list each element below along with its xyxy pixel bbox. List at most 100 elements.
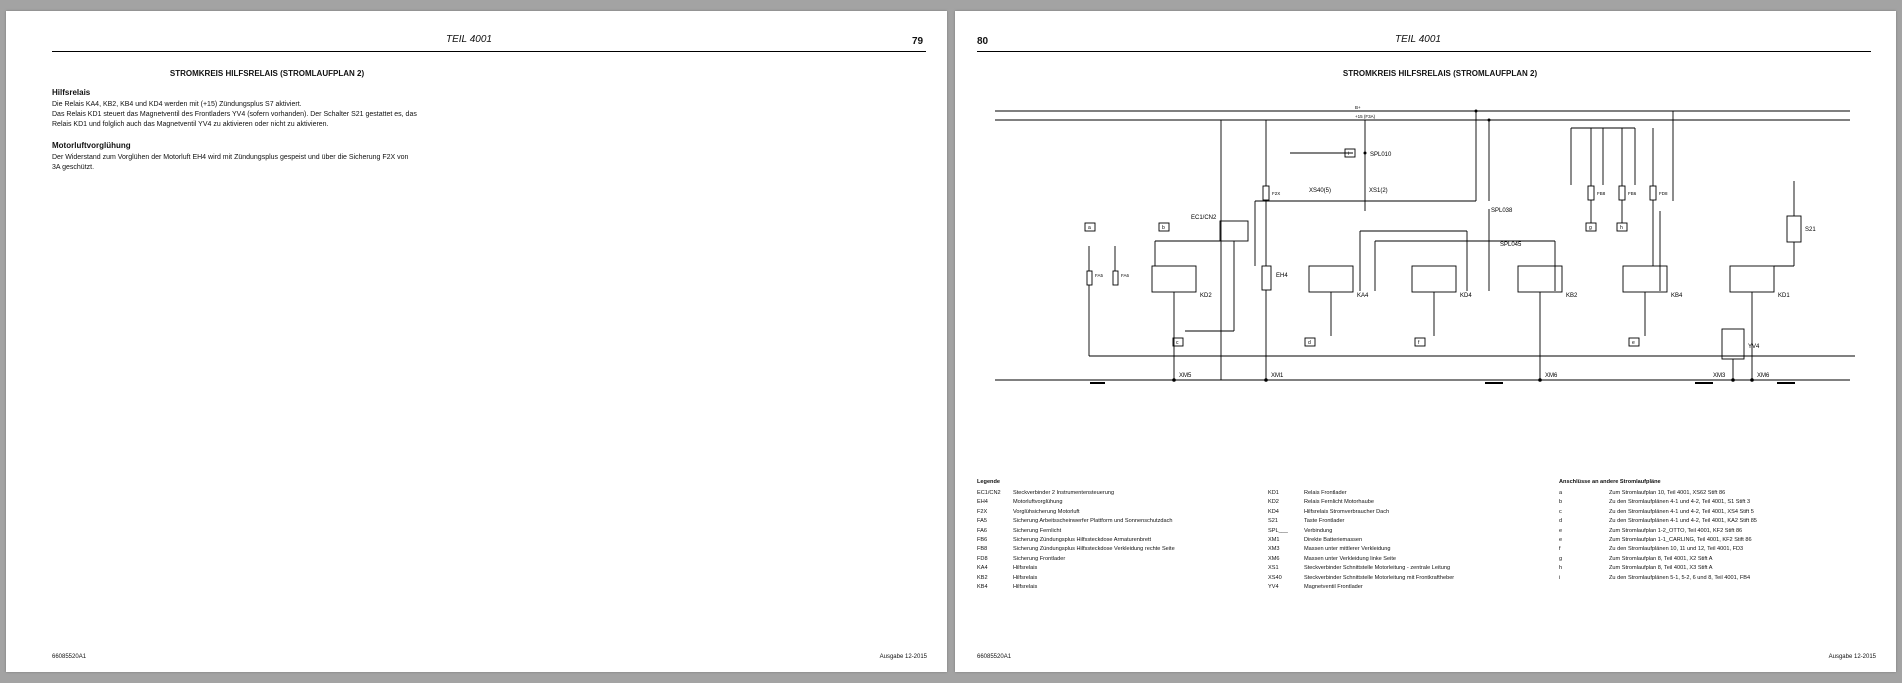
legend-text: Sicherung Arbeitsscheinwerfer Plattform …: [1013, 518, 1173, 525]
legend-row: SPL___Verbindung: [1268, 527, 1454, 536]
splice-label: SPL038: [1491, 208, 1513, 214]
ground-label: XM3: [1713, 373, 1726, 379]
fuse-label: F2X: [1272, 191, 1280, 196]
legend-text: Hilfsrelais: [1013, 565, 1038, 572]
legend-text: Zum Stromlaufplan 8, Teil 4001, X2 Stift…: [1609, 555, 1713, 562]
legend-text: Vorglühsicherung Motorluft: [1013, 508, 1080, 515]
legend-code: F2X: [977, 508, 988, 515]
legend-text: Sicherung Fernlicht: [1013, 527, 1062, 534]
page-79: TEIL 4001 79 STROMKREIS HILFSRELAIS (STR…: [6, 11, 947, 672]
connector-label: XS1(2): [1369, 188, 1388, 194]
fuse-label: FA6: [1121, 273, 1130, 278]
legend-text: Zu den Stromlaufplänen 10, 11 und 12, Te…: [1609, 546, 1744, 553]
ref-label: f: [1418, 340, 1420, 346]
legend-code: g: [1559, 555, 1563, 562]
legend-column-3: a Zum Stromlaufplan 10, Teil 4001, XS62 S…: [1559, 489, 1757, 583]
legend-text: Relais Fernlicht Motorhaube: [1304, 499, 1374, 506]
legend-text: Massen unter Verkleidung linke Seite: [1304, 555, 1397, 562]
legend-text: Steckverbinder 2 Instrumentensteuerung: [1013, 490, 1115, 496]
component-label: EH4: [1276, 273, 1288, 279]
legend-text: Steckverbinder Schnittstelle Motorleitun…: [1304, 574, 1455, 581]
legend-code: b: [1559, 499, 1563, 506]
text-line: Relais KD1 und folglich auch das Magnetv…: [52, 121, 329, 128]
legend-text: Hilfsrelais: [1013, 574, 1038, 581]
legend-code: KB4: [977, 583, 988, 590]
legend-code: KD4: [1268, 508, 1279, 515]
text-line: 3A geschützt.: [52, 164, 95, 171]
legend-code: FA6: [977, 527, 987, 534]
fuse-label: FB6: [1628, 191, 1637, 196]
fuse-label: FB8: [1597, 191, 1606, 196]
legend-text: Hilfsrelais Stromverbraucher Dach: [1304, 508, 1390, 515]
legend-row: f Zu den Stromlaufplänen 10, 11 und 12, T…: [1559, 545, 1757, 554]
legend-title: Legende: [977, 479, 1001, 485]
bus-label-15: +15 (F3A): [1355, 114, 1376, 119]
legend-text: Sicherung Frontlader: [1013, 555, 1066, 562]
section-heading: Hilfsrelais: [52, 88, 91, 97]
wiring-diagram: B+ +15 (F3A) SPL010 SPL038 SPL045 KD2 KA…: [995, 105, 1855, 384]
legend-code: a: [1559, 490, 1563, 496]
section-paragraph: Der Widerstand zum Vorglühen der Motorlu…: [52, 153, 472, 173]
text-line: Die Relais KA4, KB2, KB4 und KD4 werden …: [52, 101, 302, 108]
legend-text: Zu den Stromlaufplänen 4-1 und 4-2, Teil…: [1609, 518, 1757, 525]
legend-row: FB6 Sicherung Zündungsplus Hilfssteckdose…: [977, 536, 1175, 545]
legend-text: Zum Stromlaufplan 8, Teil 4001, X3 Stift…: [1609, 565, 1713, 572]
legend-row: XM1 Direkte Batteriemassen: [1268, 536, 1454, 545]
circuit-title: STROMKREIS HILFSRELAIS (STROMLAUFPLAN 2): [169, 69, 365, 78]
legend-code: f: [1559, 546, 1561, 553]
legend-text: Motorluftvorglühung: [1013, 499, 1063, 506]
legend-code: FB6: [977, 536, 988, 543]
legend-text: Zu den Stromlaufplänen 4-1 und 4-2, Teil…: [1609, 508, 1754, 515]
legend-row: EH4 Motorluftvorglühung: [977, 498, 1175, 507]
ref-label: b: [1162, 225, 1165, 231]
footer-edition: Ausgabe 12-2015: [879, 654, 927, 660]
splice-label: SPL010: [1370, 152, 1392, 158]
legend-text: Direkte Batteriemassen: [1304, 536, 1363, 543]
legend-code: e: [1559, 536, 1563, 543]
legend-text: Zum Stromlaufplan 10, Teil 4001, XS62 St…: [1609, 490, 1726, 496]
legend-code: EH4: [977, 499, 988, 506]
legend-code: XM1: [1268, 536, 1280, 543]
ref-label: a: [1088, 225, 1091, 231]
legend-code: S21: [1268, 518, 1278, 525]
component-label: S21: [1805, 227, 1816, 233]
footer-doc-number: 66085520A1: [52, 654, 87, 660]
legend-text: Sicherung Zündungsplus Hilfssteckdose Ar…: [1013, 536, 1152, 543]
page-header-title: TEIL 4001: [1395, 34, 1441, 45]
legend-text: Relais Frontlader: [1304, 490, 1347, 496]
relay-label: KD1: [1778, 293, 1790, 299]
legend-row: F2X Vorglühsicherung Motorluft: [977, 508, 1175, 517]
page-number: 79: [912, 36, 924, 47]
legend-code: XS1: [1268, 565, 1279, 572]
legend-column-1: EC1/CN2 Steckverbinder 2 Instrumentensteu…: [977, 489, 1175, 592]
ref-label: g: [1589, 225, 1592, 231]
footer-edition: Ausgabe 12-2015: [1828, 654, 1876, 660]
legend-code: c: [1559, 508, 1562, 515]
legend-code: EC1/CN2: [977, 490, 1001, 496]
legend-text: Verbindung: [1304, 527, 1333, 534]
section-heading: Motorluftvorglühung: [52, 141, 131, 150]
component-label: YV4: [1748, 344, 1760, 350]
legend-row: FA6 Sicherung Fernlicht: [977, 527, 1175, 536]
legend-code: FD8: [977, 555, 988, 562]
connector-label: XS40(5): [1309, 188, 1331, 194]
legend-code: h: [1559, 565, 1563, 572]
header-rule: [52, 51, 926, 52]
ref-label: d: [1308, 340, 1311, 346]
section-paragraph: Die Relais KA4, KB2, KB4 und KD4 werden …: [52, 100, 472, 130]
legend-row: FD8 Sicherung Frontlader: [977, 555, 1175, 564]
